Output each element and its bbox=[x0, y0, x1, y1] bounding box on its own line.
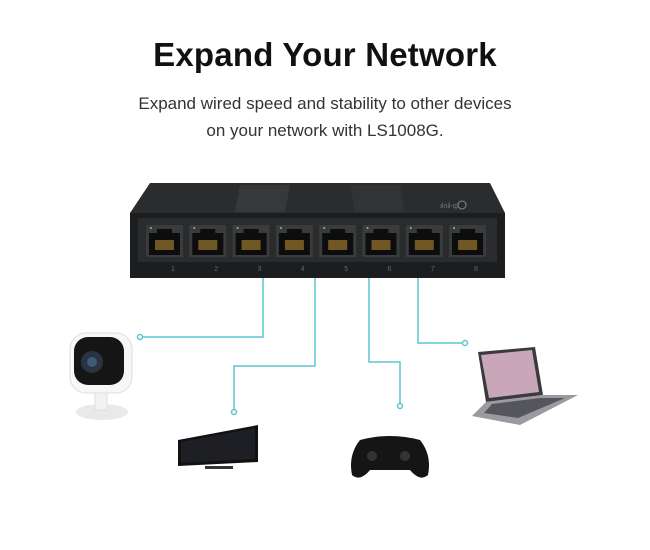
connection-dots bbox=[136, 333, 469, 416]
subtitle-line-1: Expand wired speed and stability to othe… bbox=[138, 94, 512, 113]
ethernet-port-5: 5 bbox=[319, 225, 357, 273]
port-number: 1 bbox=[171, 266, 175, 273]
game-controller-icon bbox=[351, 436, 429, 478]
port-number: 6 bbox=[388, 266, 392, 273]
ethernet-port-3: 3 bbox=[232, 225, 270, 273]
ethernet-port-7: 7 bbox=[405, 225, 443, 273]
connection-lines bbox=[140, 278, 465, 411]
subtitle-line-2: on your network with LS1008G. bbox=[206, 121, 444, 140]
line-port-3-camera bbox=[140, 278, 264, 338]
ethernet-port-8: 8 bbox=[449, 225, 487, 273]
subtitle: Expand wired speed and stability to othe… bbox=[0, 90, 650, 144]
line-port-4-tv bbox=[233, 278, 316, 411]
laptop-icon bbox=[472, 347, 578, 425]
port-number: 2 bbox=[214, 266, 218, 273]
network-switch: tp-link 1 2 3 4 5 6 7 8 bbox=[130, 183, 505, 278]
port-number: 4 bbox=[301, 266, 305, 273]
ethernet-port-4: 4 bbox=[275, 225, 313, 273]
port-number: 8 bbox=[474, 266, 478, 273]
ethernet-port-1: 1 bbox=[146, 225, 183, 273]
ethernet-port-2: 2 bbox=[189, 225, 227, 273]
port-number: 3 bbox=[258, 266, 262, 273]
ethernet-port-6: 6 bbox=[362, 225, 400, 273]
port-number: 7 bbox=[431, 266, 435, 273]
page-title: Expand Your Network bbox=[153, 36, 497, 73]
port-number: 5 bbox=[344, 266, 348, 273]
tp-link-logo: tp-link bbox=[440, 200, 467, 210]
svg-text:tp-link: tp-link bbox=[440, 203, 459, 210]
security-camera-icon bbox=[69, 332, 133, 420]
line-port-7-laptop bbox=[417, 278, 465, 344]
line-port-6-gamepad bbox=[368, 278, 401, 405]
tv-icon bbox=[178, 425, 258, 469]
